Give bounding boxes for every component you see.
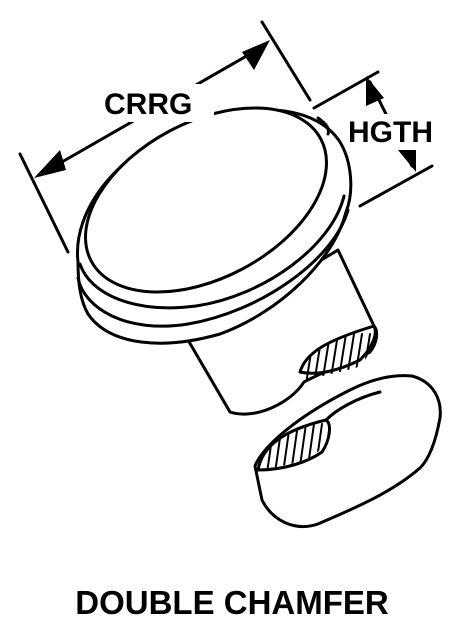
crrg-arrowhead-right bbox=[242, 40, 270, 70]
upper-shaft bbox=[186, 248, 379, 416]
diagram-caption: DOUBLE CHAMFER bbox=[75, 584, 389, 621]
crrg-label-backing bbox=[98, 84, 214, 122]
head-middle-chamfer-edge bbox=[78, 194, 346, 310]
crrg-arrowhead-left bbox=[34, 150, 66, 178]
crrg-extension-line-right bbox=[260, 20, 312, 102]
crrg-dimension: CRRG bbox=[18, 20, 312, 254]
hgth-dimension: HGTH bbox=[312, 70, 446, 208]
crrg-extension-line-left bbox=[18, 152, 70, 254]
lower-notch-line bbox=[324, 390, 382, 422]
lower-section-body bbox=[253, 374, 442, 528]
crrg-label: CRRG bbox=[104, 88, 192, 121]
hgth-label: HGTH bbox=[348, 116, 433, 149]
hgth-extension-line-bottom bbox=[358, 164, 434, 208]
chamfered-head bbox=[75, 106, 353, 345]
head-chamfer-nub bbox=[316, 116, 330, 136]
hgth-arrowhead-top bbox=[366, 76, 384, 106]
lower-shaft-section bbox=[253, 374, 442, 528]
head-top-face bbox=[84, 106, 328, 294]
head-lower-chamfer-edge bbox=[76, 208, 350, 328]
hgth-label-backing bbox=[346, 114, 446, 150]
hgth-arrowhead-bottom bbox=[398, 146, 416, 172]
